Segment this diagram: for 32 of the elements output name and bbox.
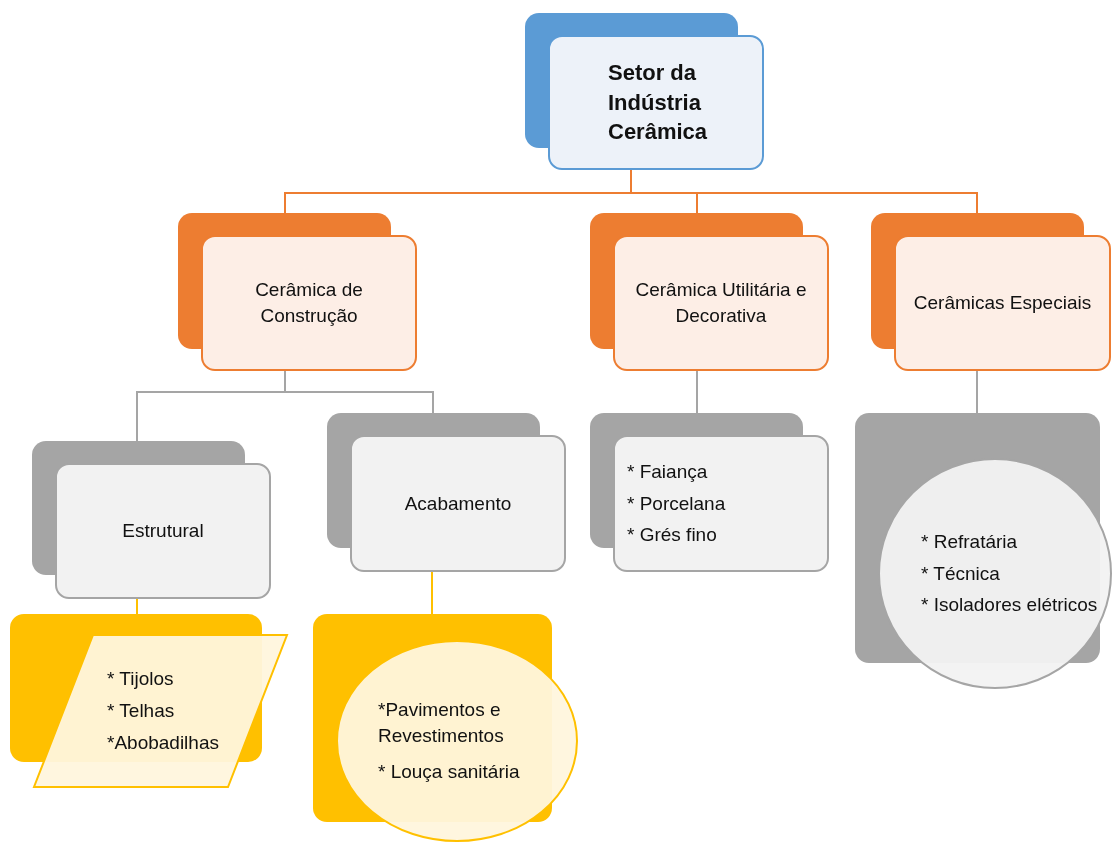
category-box — [871, 213, 1111, 371]
connector-line — [431, 571, 433, 615]
list-item: *Pavimentos e Revestimentos — [378, 698, 505, 749]
node-label: Setor da Indústria Cerâmica — [608, 58, 709, 147]
category-box — [178, 213, 417, 371]
list-item: * Refratária — [921, 529, 1018, 554]
list-item: * Técnica — [921, 561, 1000, 586]
list-item: * Tijolos — [107, 667, 174, 692]
node-label: Cerâmicas Especiais — [913, 291, 1092, 316]
connector-line — [284, 370, 434, 414]
connector-line — [696, 370, 698, 414]
node-label: Estrutural — [122, 519, 204, 544]
node-label: Acabamento — [404, 491, 512, 516]
list-item: *Abobadilhas — [107, 730, 219, 755]
list-item: * Telhas — [107, 699, 175, 724]
connector-line — [976, 370, 978, 414]
subcategory-box — [327, 413, 566, 572]
list-item: * Isoladores elétricos — [921, 593, 1098, 618]
list-item: * Louça sanitária — [378, 759, 520, 784]
node-label: Cerâmica Utilitária e Decorativa — [634, 278, 808, 328]
connector-line — [136, 598, 138, 615]
subcategory-box — [32, 441, 271, 599]
product-list-parallelogram — [10, 614, 288, 788]
list-item: * Faiança — [627, 459, 708, 484]
product-list-ellipse — [313, 614, 578, 842]
list-item: * Grés fino — [627, 523, 717, 548]
product-list-circle — [855, 413, 1113, 690]
title-box — [525, 13, 763, 170]
list-item: * Porcelana — [627, 491, 726, 516]
product-list-box — [590, 413, 829, 572]
node-label: Cerâmica de Construção — [254, 278, 364, 328]
category-box — [590, 213, 829, 371]
